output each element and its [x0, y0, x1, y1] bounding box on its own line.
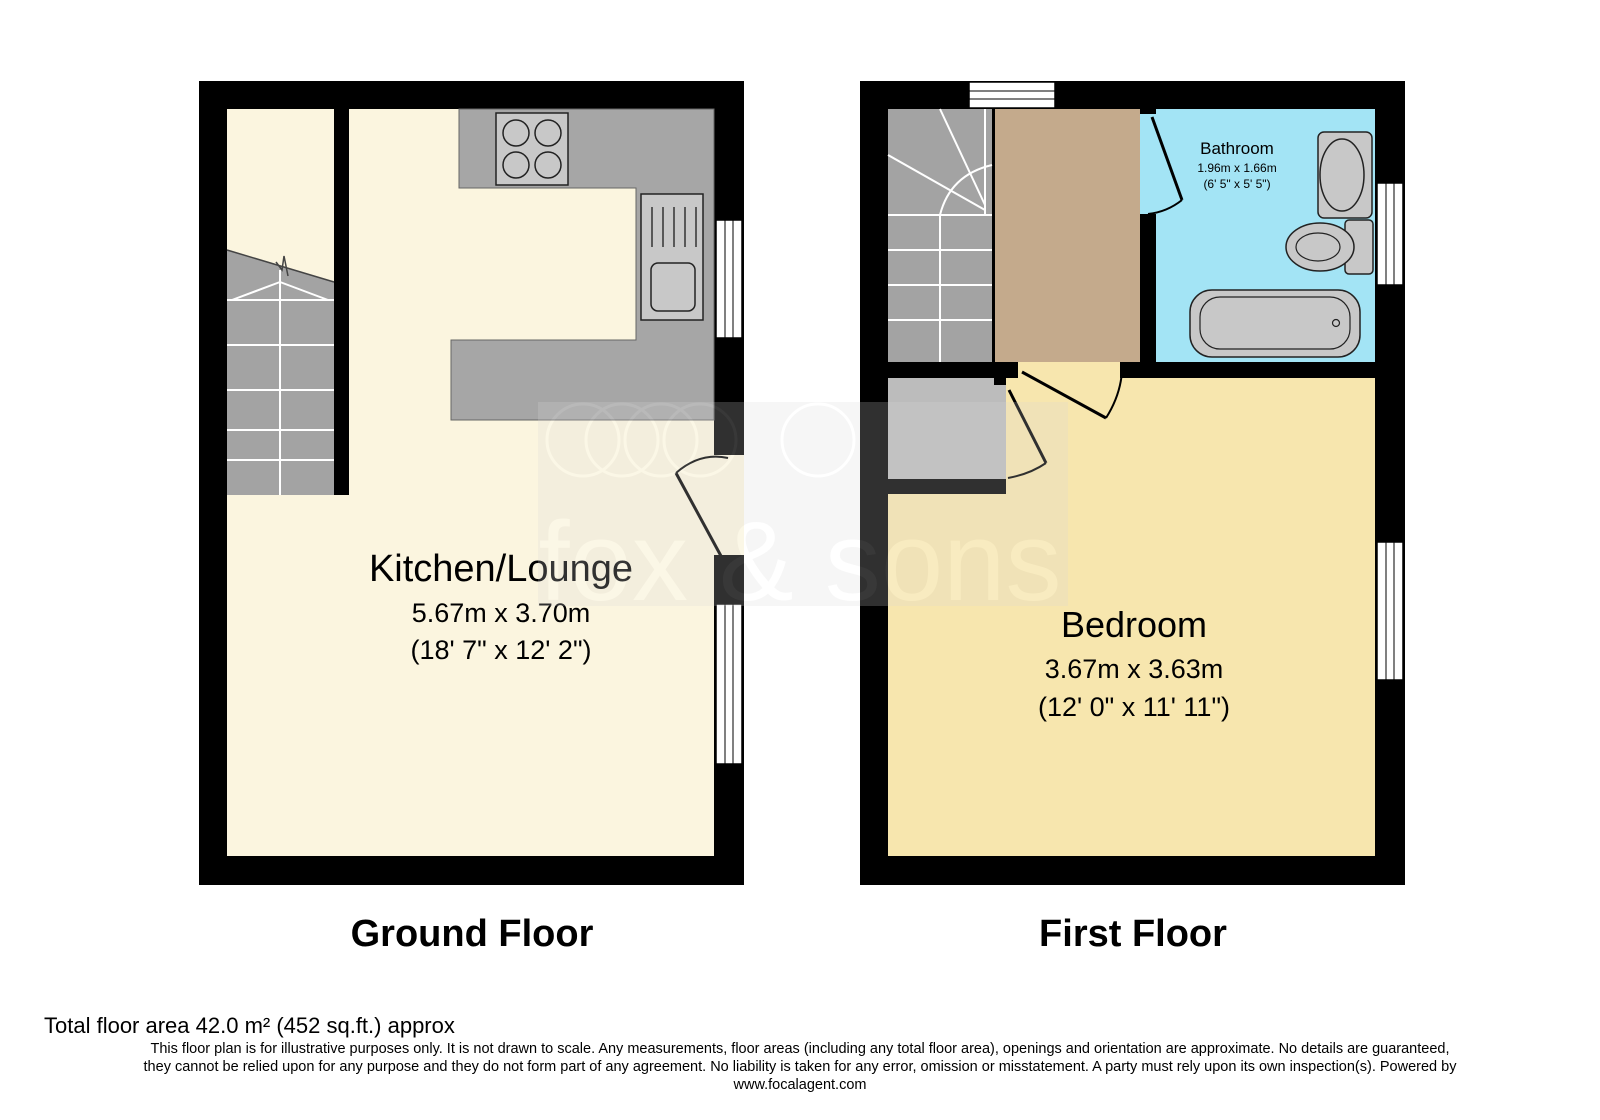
- cupboard-door: [994, 385, 1048, 479]
- first-floor-window-top: [968, 81, 1056, 109]
- room-size-metric-kitchen-lounge: 5.67m x 3.70m: [412, 598, 591, 628]
- watermark-logo-text: fox & sons: [539, 499, 1062, 624]
- ground-floor-window-lower: [715, 603, 743, 765]
- room-size-imperial-bathroom: (6' 5" x 5' 5"): [1203, 177, 1270, 191]
- room-name-kitchen-lounge: Kitchen/Lounge: [369, 548, 633, 590]
- room-size-metric-bedroom: 3.67m x 3.63m: [1045, 654, 1224, 684]
- room-size-imperial-bedroom: (12' 0" x 11' 11"): [1038, 692, 1230, 722]
- total-floor-area: Total floor area 42.0 m² (452 sq.ft.) ap…: [44, 1013, 455, 1038]
- bathroom-door: [1147, 116, 1184, 215]
- ground-floor-staircase: [226, 249, 335, 495]
- cupboard-wall: [888, 479, 1006, 494]
- room-size-imperial-kitchen-lounge: (18' 7" x 12' 2"): [410, 635, 591, 665]
- landing-area: [995, 109, 1140, 362]
- disclaimer-line-2: they cannot be relied upon for any purpo…: [143, 1059, 1457, 1075]
- room-name-bedroom: Bedroom: [1061, 604, 1207, 645]
- ground-floor-plan: Kitchen/Lounge 5.67m x 3.70m (18' 7" x 1…: [199, 81, 744, 885]
- kitchen-worktop: [450, 108, 715, 421]
- disclaimer-line-3: www.focalagent.com: [733, 1077, 867, 1093]
- ground-floor-window-upper: [715, 219, 743, 339]
- bedroom-window: [1376, 541, 1404, 681]
- front-door: [674, 455, 744, 557]
- fox-and-sons-watermark: fox & sons: [538, 402, 1068, 624]
- stair-partition-wall: [334, 109, 349, 495]
- first-floor-plan: Bathroom 1.96m x 1.66m (6' 5" x 5' 5") B…: [860, 81, 1405, 885]
- first-floor-staircase: [887, 108, 993, 362]
- basin-icon: [1317, 131, 1373, 219]
- bedroom-door: [1018, 362, 1123, 420]
- bath-icon: [1189, 289, 1361, 358]
- hob-icon: [495, 112, 569, 186]
- cupboard-area: [888, 378, 994, 479]
- toilet-icon: [1285, 219, 1374, 275]
- disclaimer-line-1: This floor plan is for illustrative purp…: [150, 1041, 1450, 1057]
- bathroom-window: [1376, 182, 1404, 286]
- disclaimer: This floor plan is for illustrative purp…: [18, 1040, 1582, 1094]
- room-name-bathroom: Bathroom: [1200, 139, 1274, 158]
- floor-title-ground: Ground Floor: [351, 913, 594, 955]
- sink-icon: [640, 193, 704, 321]
- room-size-metric-bathroom: 1.96m x 1.66m: [1197, 161, 1276, 175]
- floor-title-first: First Floor: [1039, 913, 1227, 955]
